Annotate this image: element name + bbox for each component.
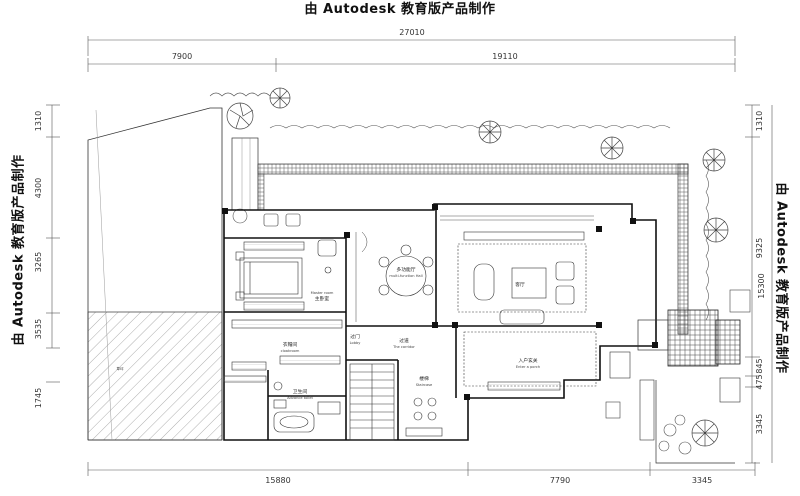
building-walls [223,203,657,441]
room-label-garden-cn: 草坪 [116,366,124,371]
dim-top-right: 19110 [492,52,517,61]
living-furniture [457,231,587,325]
dim-right-3: 845 [755,358,764,373]
terrace-deck [87,311,223,441]
tree-icon [703,217,729,243]
dim-left-3: 3265 [34,252,43,272]
structural-column [222,204,658,400]
lounge-table [405,397,443,437]
room-label-corridor-cn: 过道 [399,337,409,344]
watermark-top: 由 Autodesk 教育版产品制作 [304,2,496,17]
room-label-corridor-en: The corridor [392,345,415,349]
dim-right-5: 3345 [755,414,764,434]
dim-left-5: 1745 [34,388,43,408]
bottom-dimensions [87,462,756,476]
bathroom-fixtures [273,381,341,433]
dim-left-2: 4300 [34,178,43,198]
cloakroom-shelving [223,319,343,383]
round-table [378,244,434,297]
armchair [263,213,337,274]
dim-right-total: 15300 [757,273,766,298]
room-label-entry-cn: 入户玄关 [518,357,537,364]
right-dimensions [745,104,773,464]
shrub-icon [232,208,692,455]
dim-top-total: 27010 [399,28,424,37]
room-label-master-en: Master room [311,291,334,295]
room-label-toilet-cn: 卫生间 [293,388,308,395]
entry-furniture [463,331,631,391]
dim-left-4: 3535 [34,319,43,339]
room-label-cloak-cn: 衣帽间 [283,341,298,348]
room-label-stair-cn: 楼梯 [419,375,429,382]
dim-bottom-1: 15880 [265,476,290,485]
tree-icon [226,102,254,130]
tree-icon [600,136,624,160]
hedge-border [209,92,709,321]
staircase [349,363,395,441]
left-dimensions [46,104,60,383]
tree-icon [702,148,726,172]
dim-left-1: 1310 [34,111,43,131]
room-label-master-cn: 主卧室 [315,295,330,302]
room-label-lobby-en: Lobby [350,341,362,345]
room-label-stair-en: Staircase [416,383,433,387]
curtain-line [440,215,594,221]
room-label-entry-en: Enter a porch [516,365,540,369]
dim-right-1: 1310 [755,111,764,131]
planter-box [605,289,751,419]
tree-icon [691,419,719,447]
dim-top-left: 7900 [172,52,192,61]
paver-plaza [637,309,741,464]
dim-bottom-2: 7790 [550,476,570,485]
dim-right-4: 475 [755,374,764,389]
master-bed [235,251,303,301]
tree-icon [269,87,291,109]
room-label-living-cn: 客厅 [515,281,525,288]
room-label-lobby-cn: 过门 [350,333,360,340]
room-label-multi-en: multi-function Hall [389,274,422,278]
room-label-multi-cn: 多功能厅 [396,266,415,273]
wardrobe-strip [243,241,305,311]
dim-right-2: 9325 [755,238,764,258]
room-label-toilet-en: Advance toilet [287,396,313,400]
tree-icon [478,120,502,144]
room-label-cloak-en: cloakroom [281,349,300,353]
door-swing [355,231,368,322]
yard-guide-line [95,109,113,441]
dim-bottom-3: 3345 [692,476,712,485]
top-dimensions [87,36,736,72]
